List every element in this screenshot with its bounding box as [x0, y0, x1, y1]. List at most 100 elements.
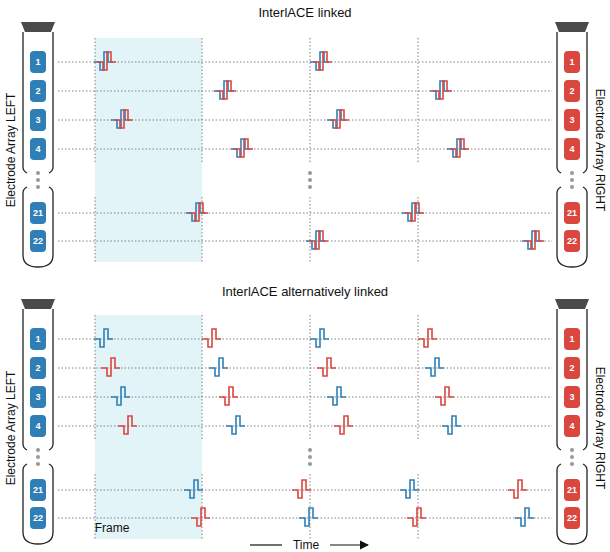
electrode-contact: 1: [564, 328, 580, 350]
frame-line: [310, 38, 311, 163]
biphasic-pulse: [101, 358, 120, 376]
array-tube: [23, 464, 53, 544]
electrode-contact: 22: [30, 507, 46, 529]
row-line: [58, 368, 552, 369]
timing-grid: [58, 38, 552, 539]
array-tube: [557, 464, 587, 544]
electrode-number: 22: [567, 236, 577, 246]
electrode-number: 2: [569, 86, 574, 96]
biphasic-pulse: [184, 480, 203, 498]
electrode-contact: 21: [30, 202, 46, 224]
biphasic-pulse: [508, 480, 527, 498]
array-tube: [557, 187, 587, 267]
ellipsis-dot: [570, 448, 574, 452]
biphasic-pulse: [310, 329, 329, 347]
biphasic-pulse: [111, 387, 130, 405]
electrode-contact: 2: [30, 357, 46, 379]
electrode-number: 21: [567, 485, 577, 495]
array-label: Electrode Array LEFT: [4, 93, 18, 208]
array-tube: [23, 32, 53, 173]
electrode-number: 21: [33, 208, 43, 218]
biphasic-pulse: [327, 387, 346, 405]
frame-line: [418, 315, 419, 440]
row-line: [58, 149, 552, 150]
frame-line: [202, 38, 203, 163]
frame-line: [202, 474, 203, 539]
electrode-number: 22: [567, 513, 577, 523]
electrode-contact: 1: [30, 51, 46, 73]
electrode-number: 4: [569, 421, 574, 431]
biphasic-pulse: [97, 52, 116, 70]
ellipsis-dot: [308, 462, 312, 466]
frame-shade: [95, 315, 202, 539]
frame-line: [95, 315, 96, 440]
electrode-number: 2: [35, 86, 40, 96]
array-tube: [23, 187, 53, 267]
biphasic-pulse: [292, 480, 311, 498]
electrode-contact: 4: [30, 138, 46, 160]
electrode-contact: 3: [30, 109, 46, 131]
electrode-number: 3: [569, 115, 574, 125]
electrode-number: 4: [35, 144, 40, 154]
electrode-arrays: [21, 22, 589, 544]
ellipsis-dot: [308, 171, 312, 175]
biphasic-pulse: [442, 416, 461, 434]
electrode-contact: 2: [564, 80, 580, 102]
electrode-contact: 1: [564, 51, 580, 73]
frame-line: [310, 197, 311, 262]
electrode-contact: 21: [30, 479, 46, 501]
array-tube: [23, 309, 53, 450]
biphasic-pulse: [94, 329, 113, 347]
ellipsis-dot: [36, 448, 40, 452]
frame-line: [310, 474, 311, 539]
axis-label: Time: [293, 538, 319, 552]
electrode-number: 3: [35, 392, 40, 402]
biphasic-pulse: [433, 81, 452, 99]
array-label: Electrode Array RIGHT: [593, 367, 607, 490]
electrode-number: 1: [569, 334, 574, 344]
ellipsis-dot: [570, 185, 574, 189]
frame-line: [310, 315, 311, 440]
biphasic-pulse: [209, 358, 228, 376]
array-tube: [557, 32, 587, 173]
biphasic-pulse: [309, 231, 328, 249]
electrode-number: 1: [35, 57, 40, 67]
ellipsis-dot: [308, 448, 312, 452]
biphasic-pulse: [191, 508, 210, 526]
row-line: [58, 397, 552, 398]
biphasic-pulse: [334, 416, 353, 434]
electrode-number: 21: [33, 485, 43, 495]
ellipsis-dot: [570, 171, 574, 175]
frame-line: [95, 38, 96, 163]
array-tube: [557, 309, 587, 450]
electrode-number: 1: [35, 334, 40, 344]
biphasic-pulse: [405, 203, 424, 221]
electrode-contact: 1: [30, 328, 46, 350]
ellipsis-dot: [36, 462, 40, 466]
row-line: [58, 490, 552, 491]
electrode-contact: 3: [564, 109, 580, 131]
electrode-contact: 3: [30, 386, 46, 408]
ellipsis-dot: [36, 171, 40, 175]
electrode-number: 3: [569, 392, 574, 402]
biphasic-pulse: [450, 139, 469, 157]
electrode-contact: 2: [564, 357, 580, 379]
electrode-contact: 21: [564, 202, 580, 224]
biphasic-pulse: [219, 387, 238, 405]
row-line: [58, 213, 552, 214]
ellipsis-dot: [308, 455, 312, 459]
row-line: [58, 339, 552, 340]
array-cap: [555, 299, 589, 309]
row-line: [58, 91, 552, 92]
electrode-number: 2: [35, 363, 40, 373]
electrode-number: 2: [569, 363, 574, 373]
ellipsis-dot: [308, 178, 312, 182]
pulse-train: [94, 52, 544, 526]
array-label: Electrode Array LEFT: [4, 371, 18, 486]
frame-line: [418, 474, 419, 539]
frame-label: Frame: [95, 521, 130, 535]
electrode-number: 3: [35, 115, 40, 125]
biphasic-pulse: [202, 329, 221, 347]
ellipsis-dot: [570, 178, 574, 182]
